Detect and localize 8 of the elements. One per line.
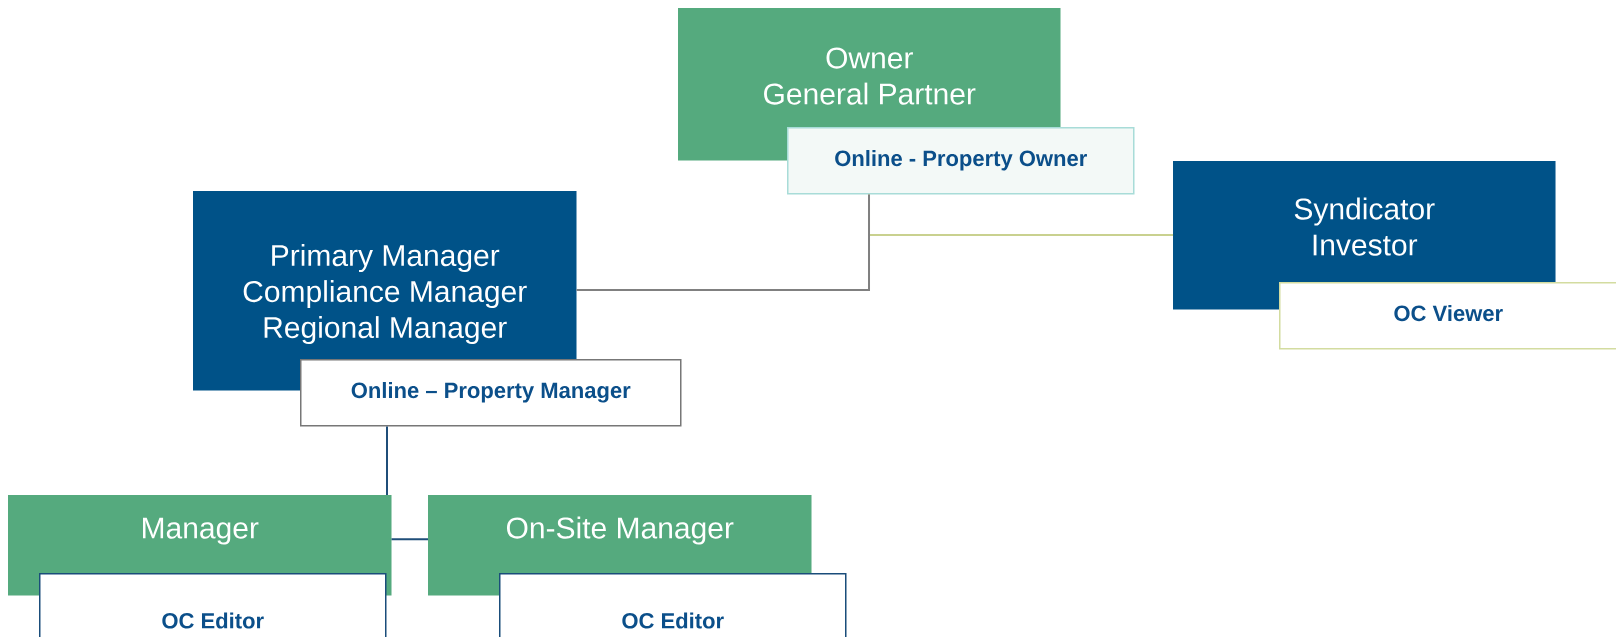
connector-line <box>575 193 870 291</box>
access-level-tab: OC Editor <box>499 573 847 637</box>
connector-line <box>386 425 388 496</box>
access-level-tab: Online – Property Manager <box>300 359 682 427</box>
access-level-tab: OC Editor <box>39 573 387 637</box>
connector-line <box>390 538 429 541</box>
access-level-tab: Online - Property Owner <box>787 127 1135 195</box>
access-level-tab: OC Viewer <box>1279 282 1616 350</box>
